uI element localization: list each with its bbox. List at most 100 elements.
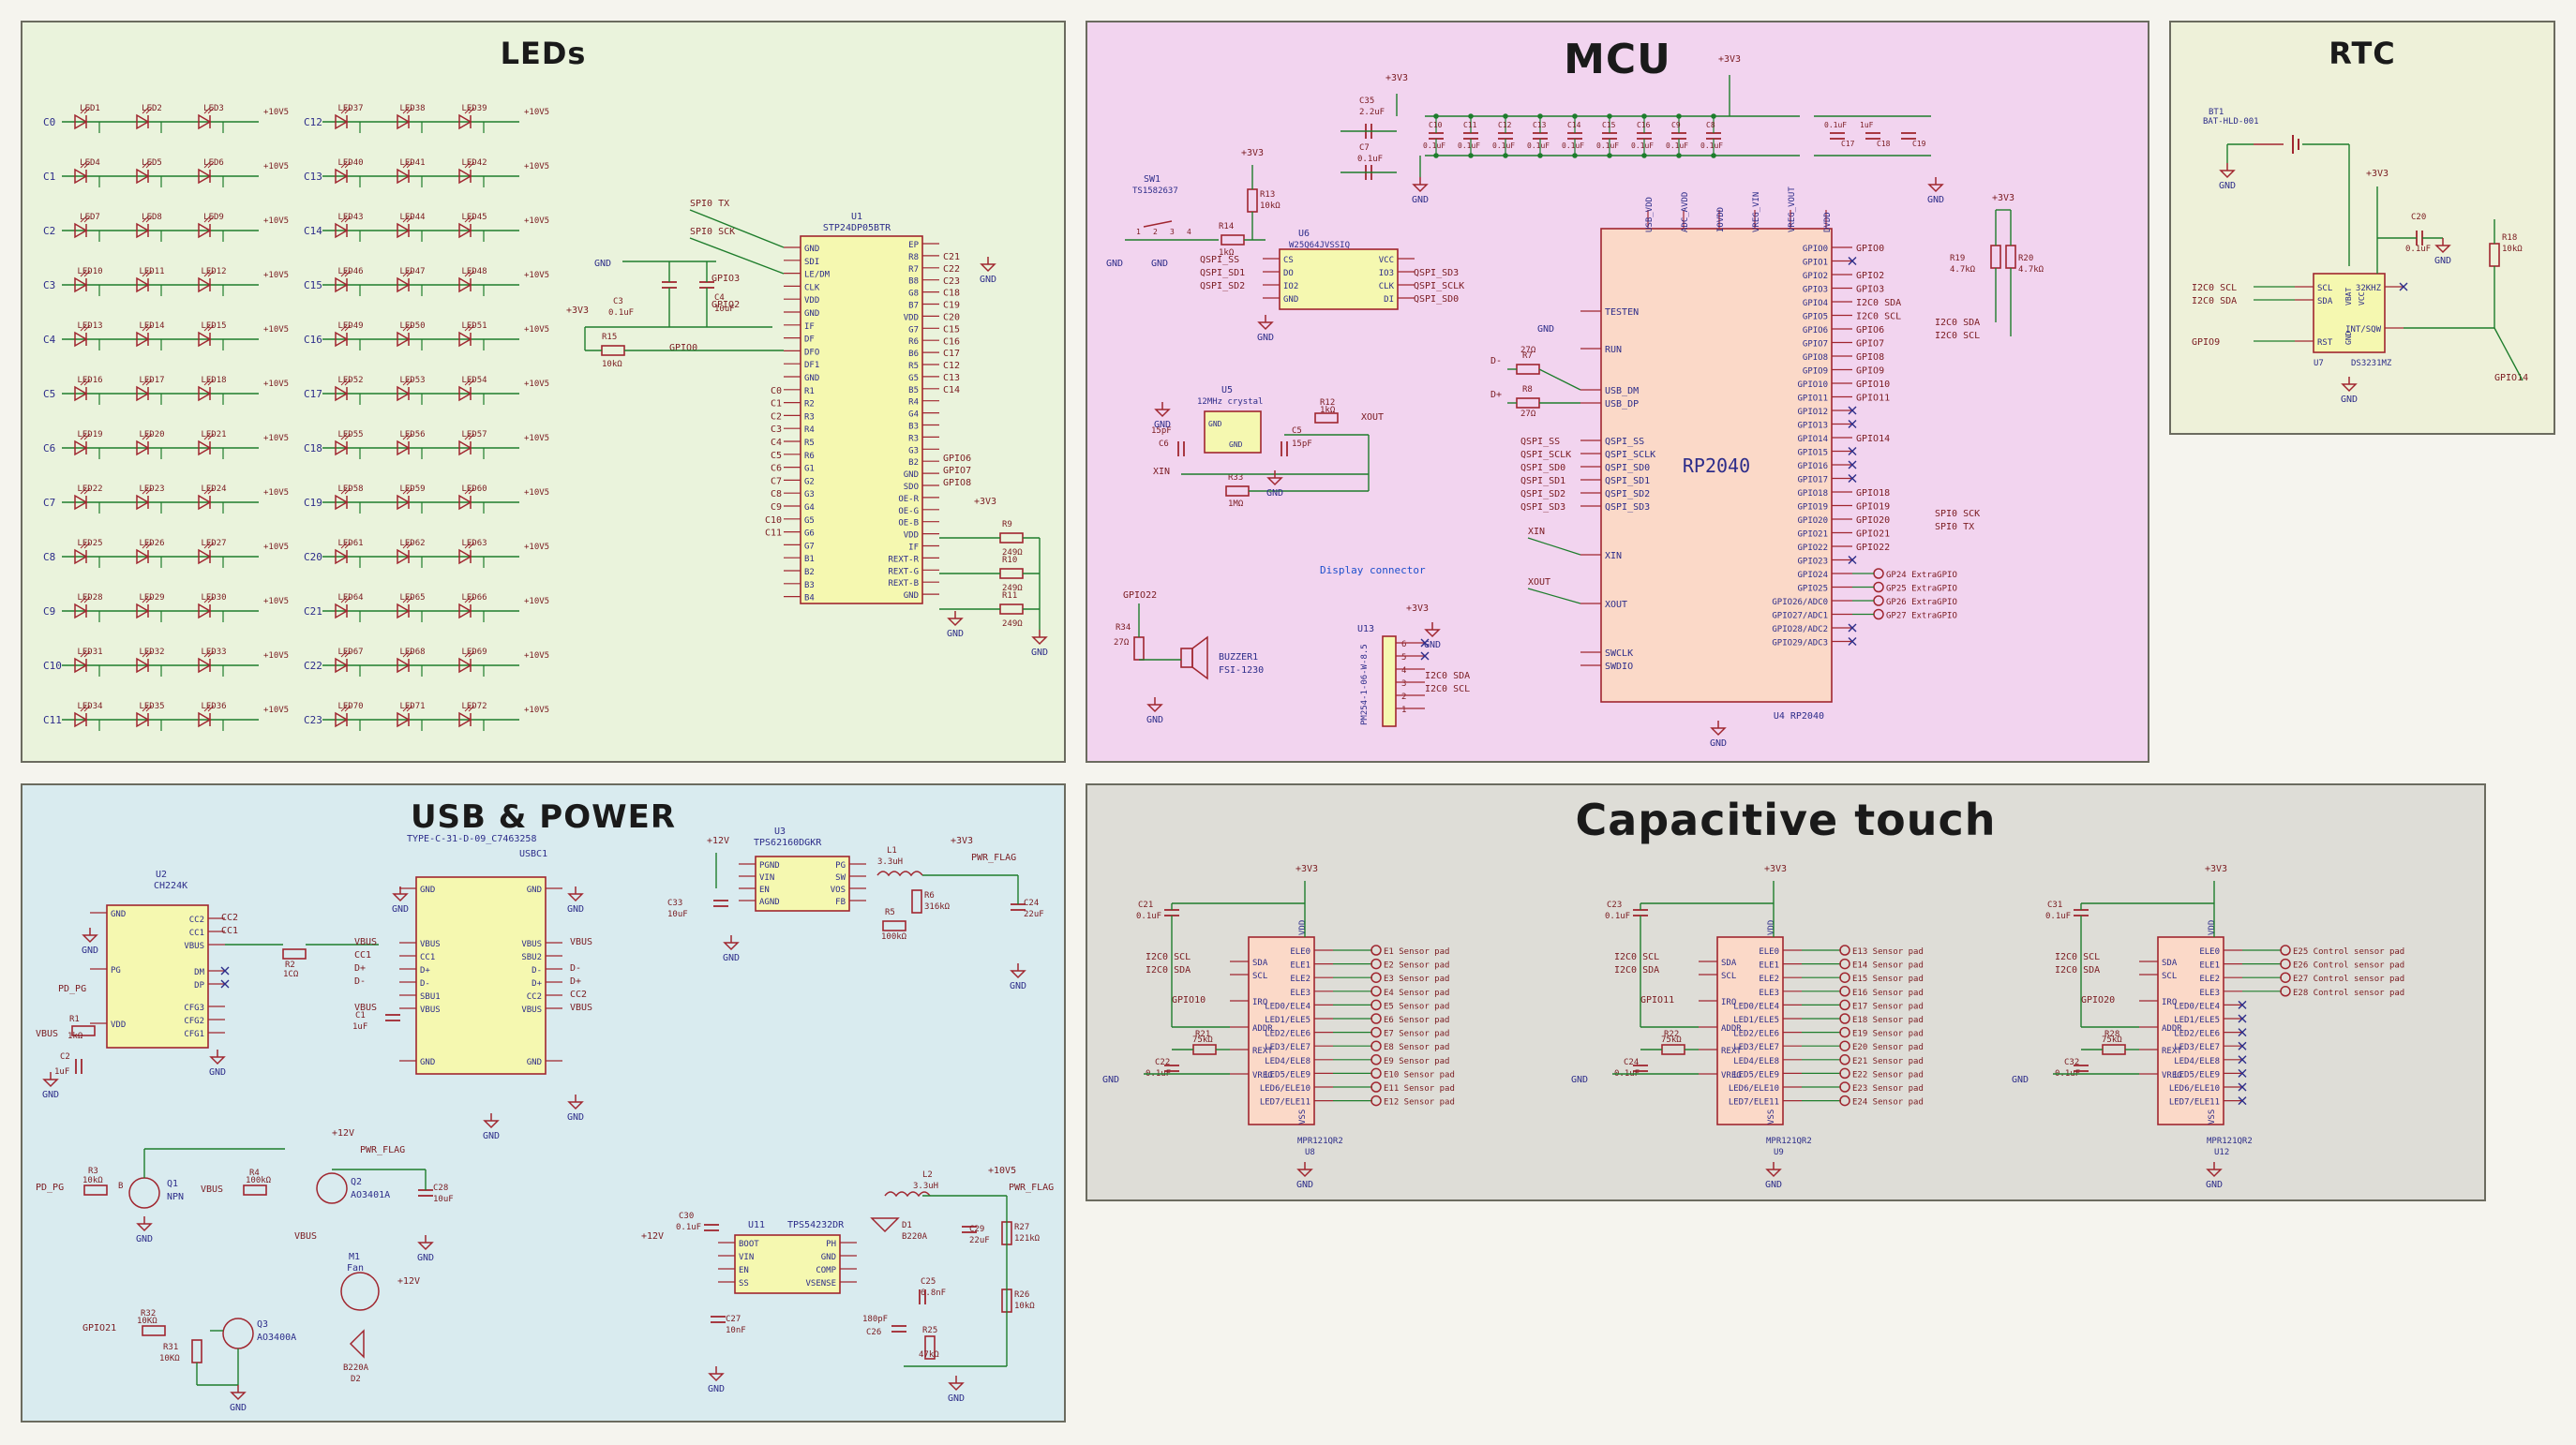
ch224-pin-right: CC1 — [189, 929, 204, 938]
led-ref: LED66 — [461, 593, 487, 603]
led-net-label: C23 — [304, 714, 322, 726]
led-arrow — [145, 596, 153, 603]
display-pin: 4 — [1401, 666, 1406, 676]
led-symbol — [136, 276, 150, 293]
led-arrow — [207, 324, 215, 332]
no-connect — [2238, 1041, 2247, 1050]
r3-value: 10kΩ — [82, 1176, 103, 1185]
sensor-pad — [2280, 972, 2291, 983]
touch-i2c: I2C0 SCL — [1146, 952, 1191, 962]
r19-ref: R19 — [1950, 254, 1965, 263]
touch-pin-right: ELE1 — [1290, 961, 1310, 971]
diode-d2 — [349, 1329, 365, 1359]
touch-rext-ref: R22 — [1664, 1030, 1679, 1039]
gnd-label: GND — [1710, 738, 1727, 749]
led-arrow — [203, 705, 211, 712]
led-net-label: C14 — [304, 225, 322, 237]
i2c-sda-label: I2C0 SDA — [1935, 318, 1980, 328]
gnd-label: GND — [1765, 1180, 1782, 1190]
led-ref: LED57 — [461, 430, 487, 439]
gnd-label: GND — [82, 946, 98, 956]
touch-rext — [1192, 1044, 1217, 1055]
led-supply: +10V5 — [263, 651, 289, 661]
display-title: Display connector — [1320, 564, 1426, 576]
spi-tx-label: SPI0 TX — [1935, 522, 1974, 532]
driver-pin-left: GND — [804, 309, 819, 319]
sensor-pad-label: E14 Sensor pad — [1852, 961, 1924, 971]
led-arrow — [207, 705, 215, 712]
driver-pin-right: OE-G — [898, 507, 919, 516]
led-symbol — [397, 276, 411, 293]
driver-net-right: C17 — [943, 349, 960, 359]
rtc-schematic: BT1BAT-HLD-001GNDSCLSDARST32KHZINT/SQWGN… — [2192, 108, 2528, 405]
led-ref: LED62 — [399, 539, 425, 548]
led-ref: LED9 — [203, 213, 224, 222]
gnd-symbol — [723, 942, 740, 951]
led-ref: LED39 — [461, 104, 487, 113]
flash-pin: GND — [1283, 295, 1298, 305]
led-ref: LED3 — [203, 104, 224, 113]
sensor-pad-label: E27 Control sensor pad — [2293, 975, 2404, 984]
touch-pin-right: LED2/ELE6 — [2174, 1030, 2220, 1039]
r1 — [71, 1025, 96, 1036]
led-symbol — [198, 657, 212, 674]
net-vbus: VBUS — [294, 1231, 317, 1242]
buck2-pin-right: COMP — [816, 1266, 836, 1275]
buck2-flag: PWR_FLAG — [1009, 1183, 1054, 1193]
rp2040-net-right: GPIO21 — [1856, 529, 1890, 540]
no-connect — [2238, 1000, 2247, 1009]
led-arrow — [468, 270, 475, 277]
driver-pin-right: R7 — [908, 265, 919, 275]
sw-part: TS1582637 — [1132, 186, 1178, 196]
led-supply: +10V5 — [524, 162, 549, 171]
c7-value: 0.1uF — [1357, 155, 1383, 164]
led-ref: LED58 — [337, 484, 363, 494]
rp2040-pin-left: QSPI_SD3 — [1605, 502, 1650, 513]
led-net-label: C7 — [43, 497, 55, 509]
driver-pin-right: SDO — [904, 483, 919, 492]
led-symbol — [335, 657, 349, 674]
rp2040-pin-right: GPIO16 — [1797, 462, 1828, 471]
led-arrow — [83, 596, 91, 603]
r2 — [282, 948, 307, 960]
no-connect — [2238, 1028, 2247, 1037]
q3-part: AO3400A — [257, 1333, 296, 1343]
buck1-part: TPS62160DGKR — [754, 838, 822, 848]
buck2-in: +12V — [641, 1231, 664, 1242]
ch224-pin-right: CFG2 — [184, 1017, 204, 1026]
r5-ref: R5 — [885, 908, 895, 917]
sensor-pad-label: E10 Sensor pad — [1384, 1070, 1455, 1080]
touch-part: MPR121QR2 — [1766, 1137, 1812, 1146]
led-symbol — [136, 603, 150, 619]
display-pin: 1 — [1401, 706, 1406, 715]
led-supply: +10V5 — [524, 651, 549, 661]
led-arrow — [80, 161, 87, 169]
no-connect — [2238, 1055, 2247, 1065]
driver-net-right: C23 — [943, 276, 960, 287]
sensor-pad-label: E1 Sensor pad — [1384, 947, 1449, 957]
driver-pin-right: G8 — [908, 290, 919, 299]
gnd-label: GND — [1571, 1075, 1588, 1085]
led-ref: LED31 — [77, 648, 102, 657]
flash-net: QSPI_SCLK — [1414, 281, 1464, 291]
r25-ref: R25 — [922, 1326, 937, 1335]
led-symbol — [458, 331, 472, 348]
buck1-in: +12V — [707, 836, 729, 846]
led-arrow — [83, 324, 91, 332]
r32-ref: R32 — [141, 1309, 156, 1318]
touch-pin-bottom: VSS — [1298, 1110, 1308, 1125]
c26-ref: C26 — [866, 1328, 881, 1337]
sensor-pad-label: E17 Sensor pad — [1852, 1002, 1924, 1011]
led-arrow — [464, 433, 472, 440]
led-symbol — [74, 168, 88, 185]
led-arrow — [203, 161, 211, 169]
touch-pin-left: VREG — [1721, 1071, 1742, 1080]
ch224-pin-right: CFG1 — [184, 1030, 204, 1039]
led-arrow — [142, 542, 149, 549]
touch-rext-ref: R21 — [1195, 1030, 1210, 1039]
driver-pin-left: G4 — [804, 503, 815, 513]
driver-pin-right: G3 — [908, 446, 919, 455]
junction — [1537, 153, 1543, 158]
cap-ref: C15 — [1602, 121, 1616, 129]
rtc-net-left: GPIO9 — [2192, 337, 2220, 348]
